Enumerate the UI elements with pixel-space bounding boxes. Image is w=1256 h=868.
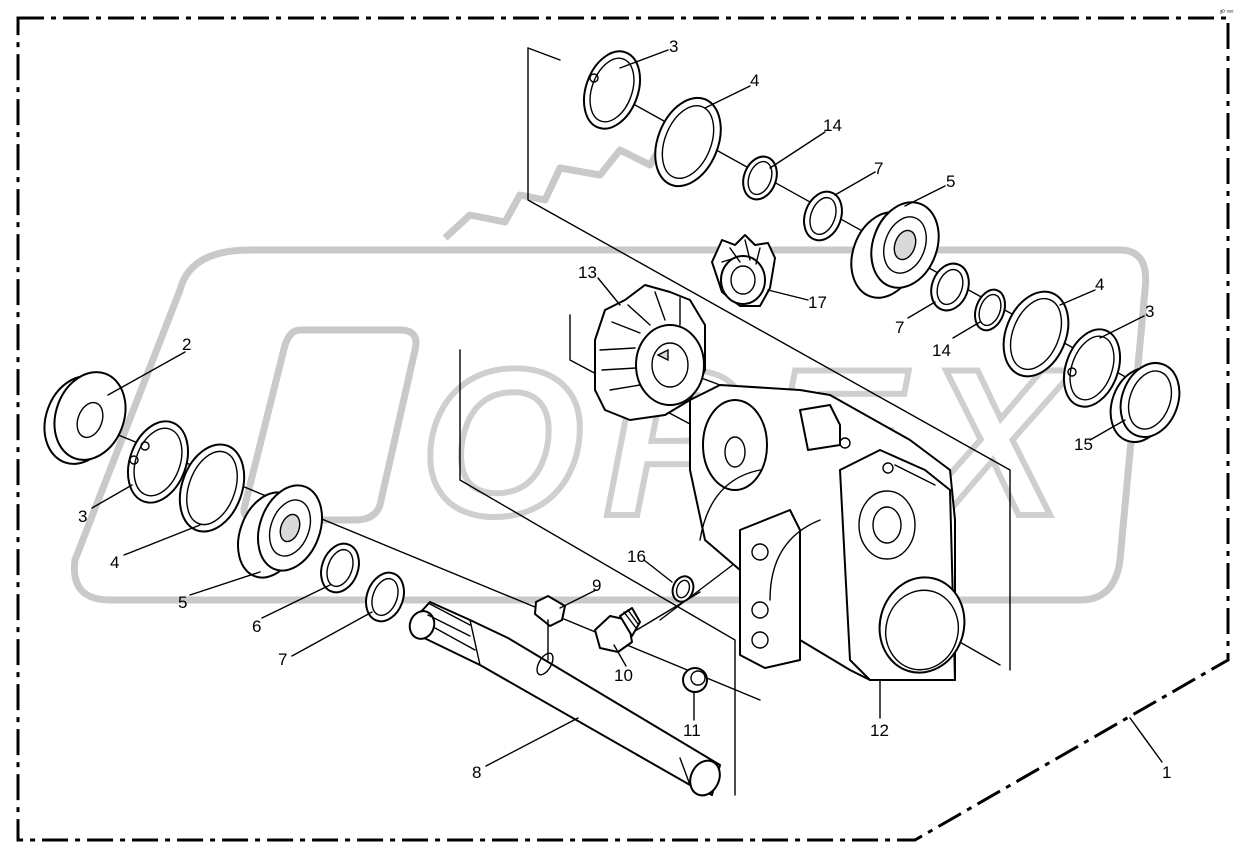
shim-top [654,96,722,188]
part-labels: 1 2 3 3 3 4 4 4 5 5 6 7 7 7 8 9 10 11 12… [78,37,1171,782]
label-3-top: 3 [669,37,678,56]
label-1: 1 [1162,763,1171,782]
label-16: 16 [627,547,646,566]
label-3-right: 3 [1145,302,1154,321]
label-2: 2 [182,335,191,354]
label-13: 13 [578,263,597,282]
shim-right [1002,290,1070,378]
label-7-mid: 7 [895,318,904,337]
label-11: 11 [683,721,701,740]
label-12: 12 [870,721,889,740]
circlip-top [582,50,642,130]
splined-shaft-8 [408,601,721,797]
lower-subassembly-frame [459,349,736,796]
ring-6 [320,542,360,594]
cap-15 [1109,362,1181,443]
pinion-gear-17 [711,234,776,307]
breather-plug-10 [594,607,641,653]
assembly-boundary [16,16,1230,842]
label-9: 9 [592,576,601,595]
label-5-top: 5 [946,172,955,191]
ring-7-mid [930,262,970,312]
circlip-14-top [742,155,778,201]
seal-2 [43,371,127,465]
gearbox-housing-12 [689,384,966,681]
label-10: 10 [614,666,633,685]
key-9 [534,595,566,661]
o-ring-16 [671,575,695,603]
label-15: 15 [1074,435,1093,454]
label-4-left: 4 [110,553,119,572]
label-7-lower: 7 [278,650,287,669]
label-14-top: 14 [823,116,842,135]
label-4-top: 4 [750,71,759,90]
ring-7-top [803,190,843,242]
bearing-top [850,201,940,299]
label-17: 17 [808,293,827,312]
label-5-left: 5 [178,593,187,612]
label-14-mid: 14 [932,341,951,360]
circlip-left [127,420,189,504]
upper-subassembly-frame [527,47,1011,671]
circlip-14-mid [974,288,1006,332]
shim-left [178,443,246,533]
label-8: 8 [472,763,481,782]
label-6: 6 [252,617,261,636]
label-4-right: 4 [1095,275,1104,294]
bearing-left [237,484,323,579]
corner-code: ᵍᴰ ᵒᵒᵒ [1220,9,1234,16]
plug-11 [682,667,708,693]
leader-lines [91,49,1163,767]
ring-7-lower [365,571,405,623]
label-3-left: 3 [78,507,87,526]
label-7-top: 7 [874,159,883,178]
bevel-gear-13 [594,284,706,421]
